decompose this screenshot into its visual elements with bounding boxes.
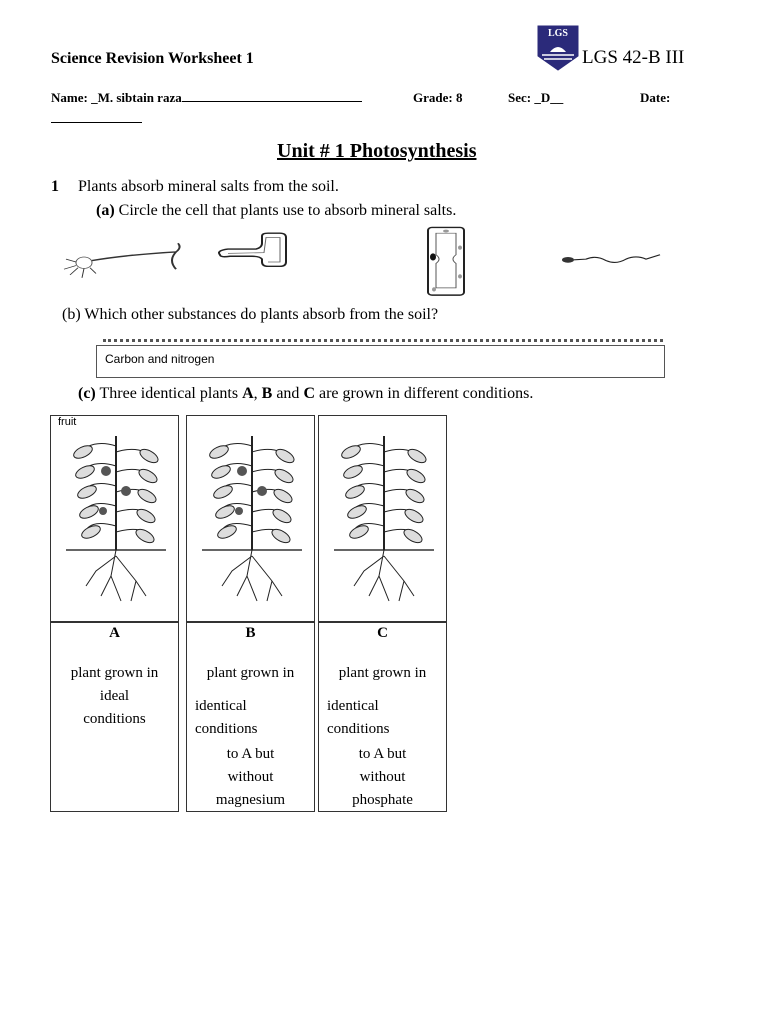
plant-description-line: identical xyxy=(327,698,379,714)
name-label: Name: xyxy=(51,90,88,105)
section[interactable]: Sec: _D__ xyxy=(508,90,564,105)
answer-dotted-line xyxy=(103,339,663,342)
name-line: Name: _M. sibtain raza xyxy=(51,90,362,106)
answer-text: Carbon and nitrogen xyxy=(105,352,215,366)
part-c-text: are grown in different conditions. xyxy=(315,385,534,402)
worksheet-title: Science Revision Worksheet 1 xyxy=(51,50,254,67)
plant-letter: B xyxy=(245,625,256,641)
plant-description-line: without xyxy=(359,769,406,785)
plant-description-line: conditions xyxy=(83,711,146,727)
part-c-label: (c) xyxy=(78,385,96,402)
plant-description-line: magnesium xyxy=(215,792,286,808)
part-a-text: Circle the cell that plants use to absor… xyxy=(118,202,457,219)
plant-description-line: to A but xyxy=(358,746,407,762)
plant-description-line: without xyxy=(227,769,274,785)
fruit-label: fruit xyxy=(58,416,77,428)
plant-icon xyxy=(334,436,434,602)
part-c-text: , xyxy=(253,385,262,402)
plant-cell-icon[interactable] xyxy=(427,226,465,296)
part-a-label: (a) xyxy=(96,202,115,219)
root-hair-cell-icon[interactable] xyxy=(218,232,287,268)
question-a: (a) Circle the cell that plants use to a… xyxy=(96,202,456,220)
school-name: LGS 42-B III xyxy=(582,47,685,68)
cell-drawings xyxy=(63,226,661,296)
plant-description-line: plant grown in xyxy=(70,665,159,681)
question-text: Plants absorb mineral salts from the soi… xyxy=(78,178,339,195)
svg-text:LGS: LGS xyxy=(548,28,568,39)
school-logo: LGS xyxy=(537,25,579,71)
plant-description-line: to A but xyxy=(226,746,275,762)
answer-box[interactable]: Carbon and nitrogen xyxy=(96,345,665,378)
letter-b: B xyxy=(261,385,273,402)
part-c-text: Three identical plants xyxy=(99,385,243,402)
question-b: (b) Which other substances do plants abs… xyxy=(62,306,439,323)
plant-a-image xyxy=(50,415,179,623)
question-number: 1 xyxy=(51,178,59,195)
plant-letter: A xyxy=(109,625,120,641)
plant-description-line: phosphate xyxy=(352,792,413,808)
plant-icon xyxy=(202,436,302,602)
letter-c: C xyxy=(303,385,315,402)
plant-description-line: plant grown in xyxy=(338,665,427,681)
part-c-text: and xyxy=(272,385,304,402)
plant-b-image xyxy=(186,415,315,623)
date-label: Date: xyxy=(640,90,671,105)
question-c: (c) Three identical plants A, B and C ar… xyxy=(78,385,533,403)
plant-letter: C xyxy=(377,625,388,641)
date-line[interactable] xyxy=(51,122,142,123)
grade: Grade: 8 xyxy=(413,90,463,105)
unit-title: Unit # 1 Photosynthesis xyxy=(277,140,477,162)
plant-c-image xyxy=(318,415,447,623)
plant-description-line: ideal xyxy=(99,688,130,704)
name-value[interactable]: _M. sibtain raza xyxy=(91,90,182,105)
plant-description-line: identical xyxy=(195,698,247,714)
plant-description-line: conditions xyxy=(327,721,390,737)
plant-description-line: conditions xyxy=(195,721,258,737)
plant-icon xyxy=(66,436,166,602)
nerve-cell-icon[interactable] xyxy=(63,242,181,278)
sperm-cell-icon[interactable] xyxy=(562,254,661,263)
plant-description-line: plant grown in xyxy=(206,665,295,681)
letter-a: A xyxy=(242,385,254,402)
